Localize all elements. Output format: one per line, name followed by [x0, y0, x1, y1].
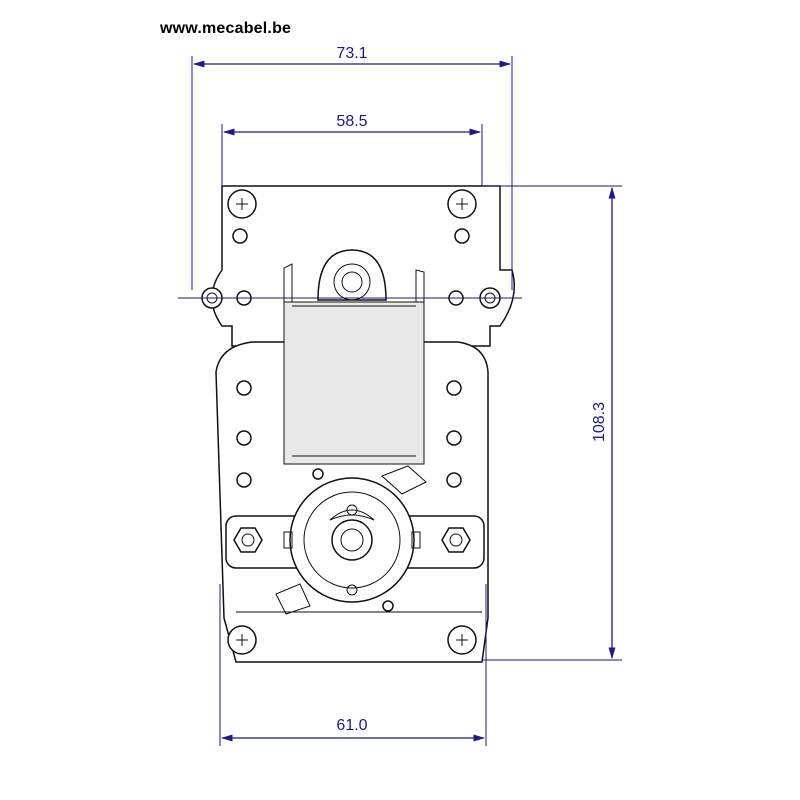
motor-coil	[283, 301, 425, 465]
dimension-overall-width: 73.1	[191, 45, 513, 290]
dimension-body-width: 61.0	[219, 584, 487, 746]
screw-bottom-right	[447, 625, 477, 655]
dim-label-mount-width: 58.5	[336, 113, 367, 130]
dimension-mount-width: 58.5	[221, 113, 483, 186]
dim-label-height: 108.3	[591, 402, 608, 442]
housing-holes	[236, 380, 462, 612]
screw-top-right	[447, 189, 477, 219]
site-url[interactable]: www.mecabel.be	[160, 20, 292, 37]
screw-top-left	[227, 189, 257, 219]
gearmotor	[201, 185, 515, 663]
hex-nut-right	[441, 527, 471, 553]
dim-label-body-width: 61.0	[336, 717, 367, 734]
dimension-height: 108.3	[482, 185, 622, 661]
dim-label-overall-width: 73.1	[336, 45, 367, 62]
hex-nut-left	[233, 527, 263, 553]
screw-bottom-left	[227, 625, 257, 655]
output-shaft	[331, 519, 373, 561]
